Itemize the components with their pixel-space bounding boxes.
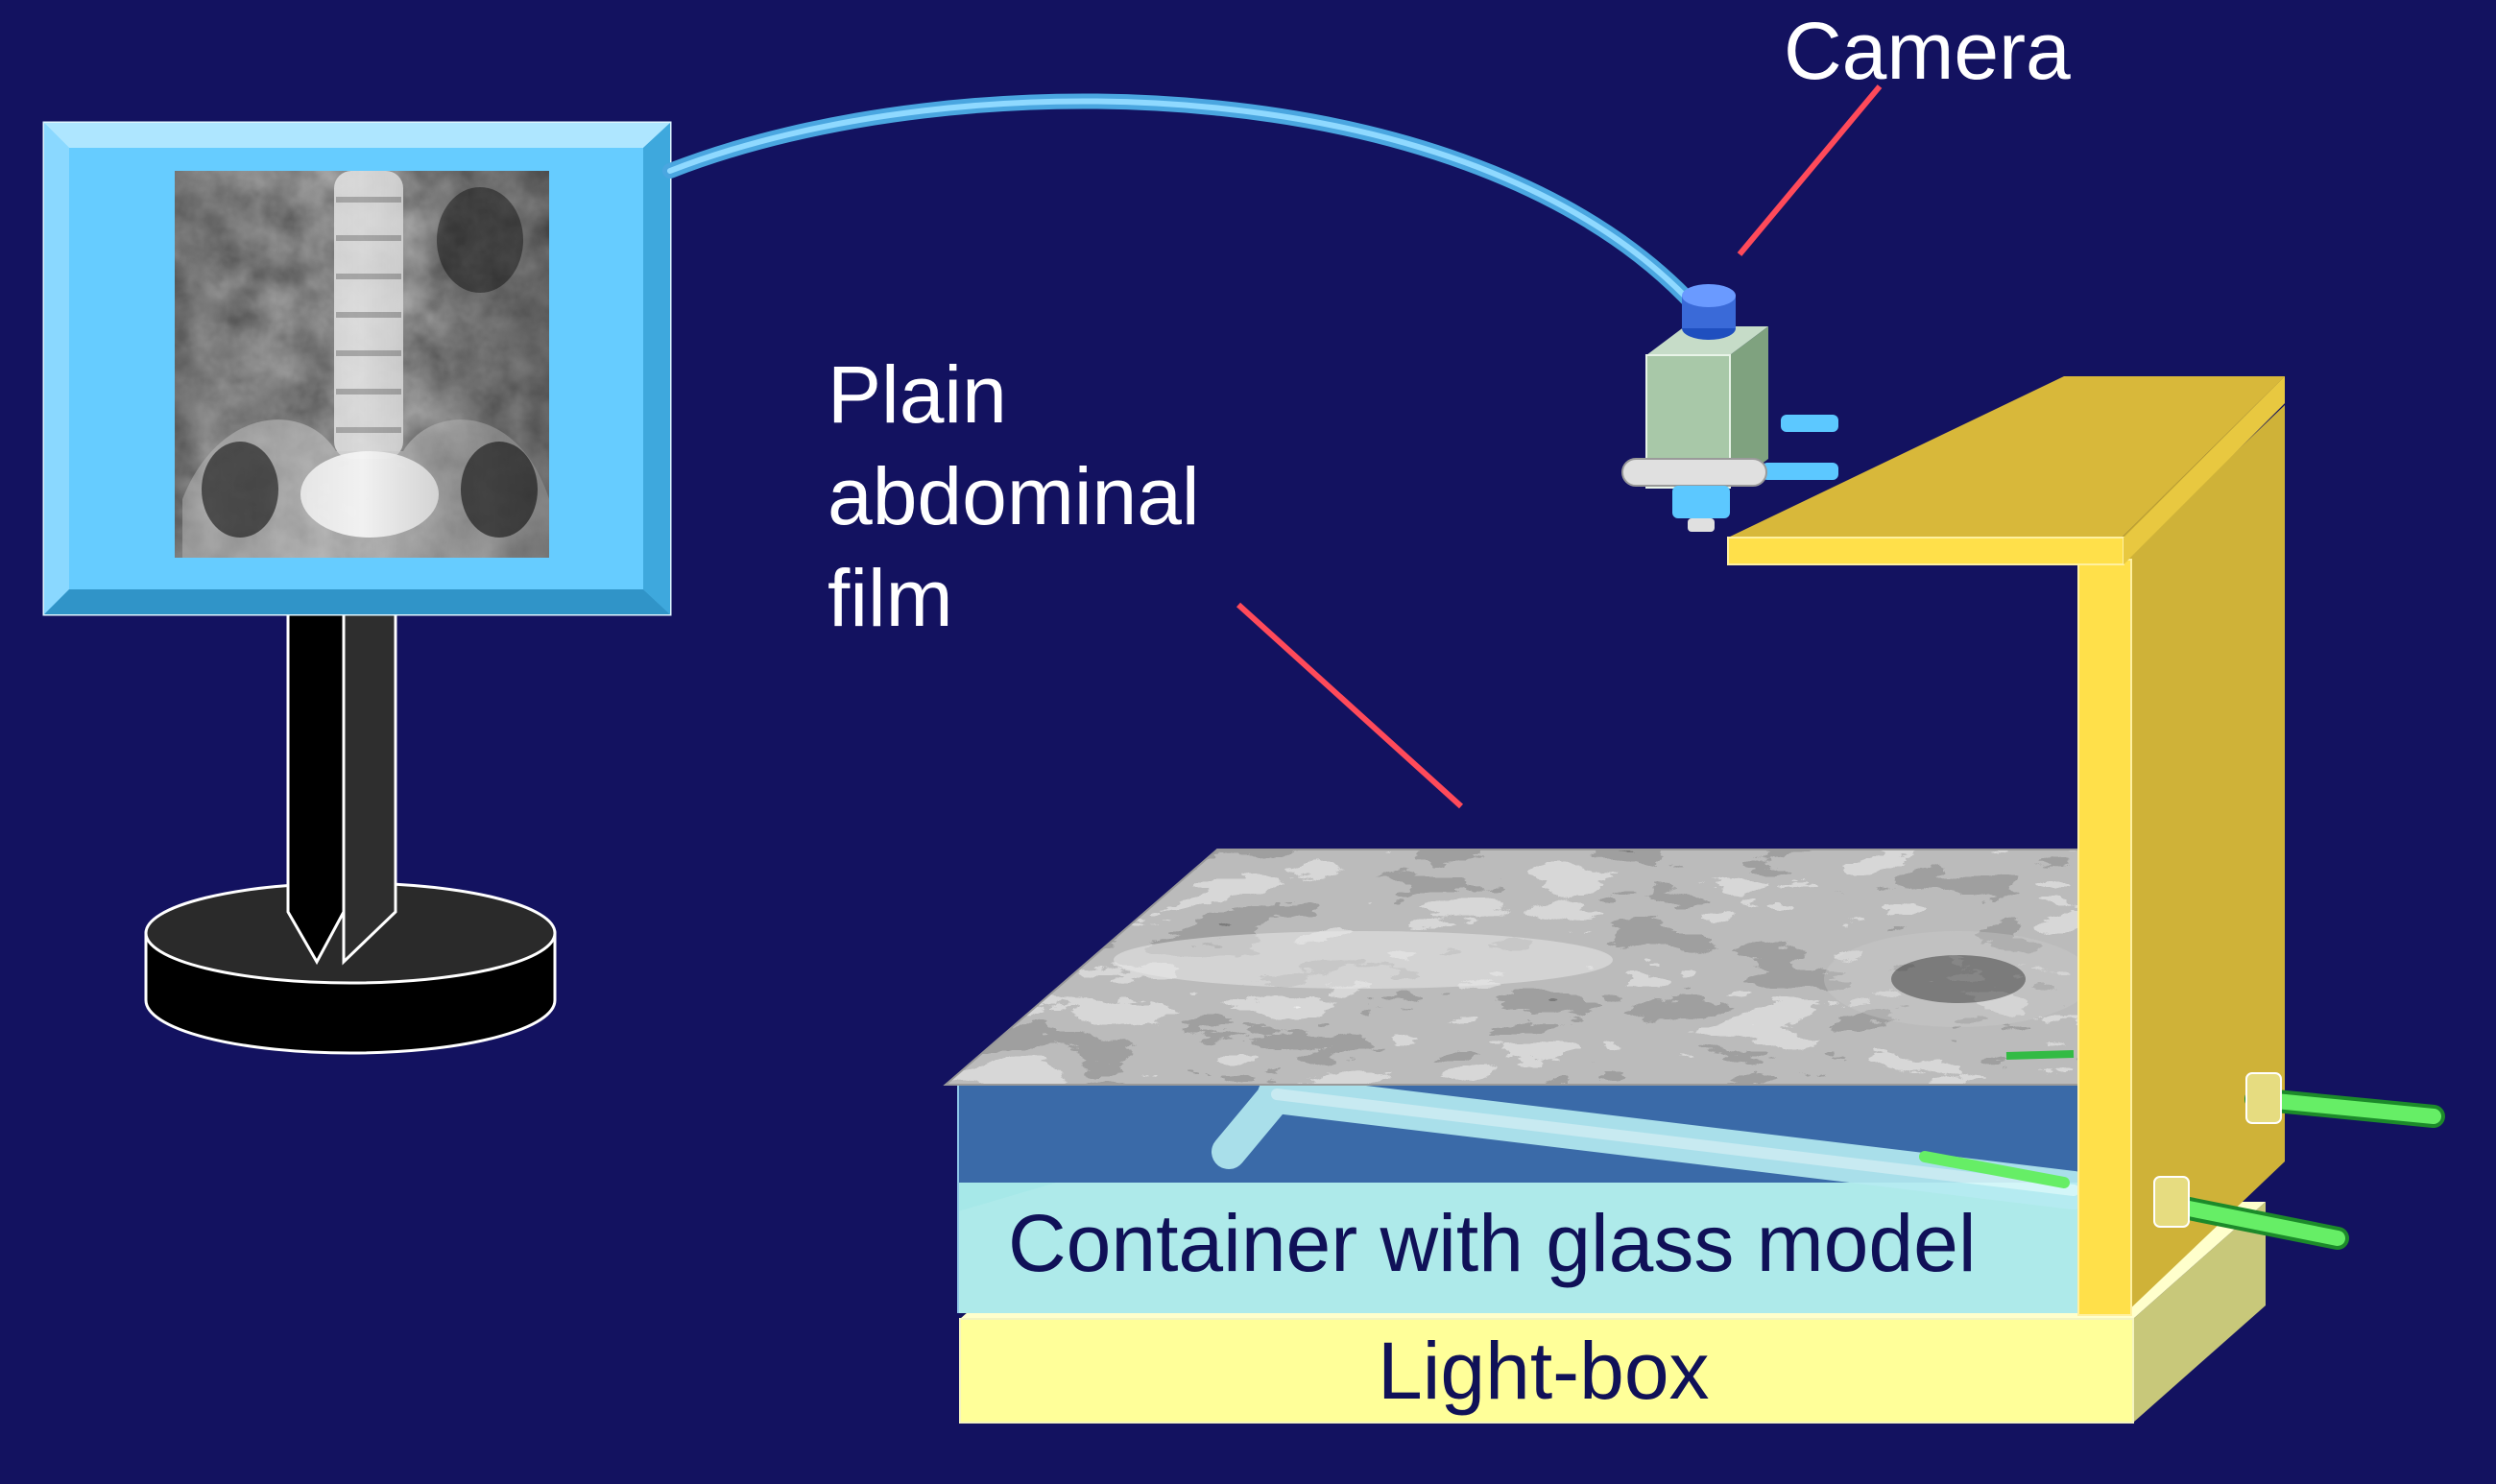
film-label-line-1: Plain (828, 349, 1007, 440)
camera-leader-line (1737, 84, 1883, 256)
camera-label: Camera (1784, 6, 2071, 96)
camera-stand (1727, 376, 2285, 1316)
container-label: Container with glass model (1008, 1198, 1977, 1288)
xray-image (175, 171, 549, 558)
monitor-post (286, 612, 397, 966)
monitor-icon (42, 121, 672, 1055)
film-leader-line (1236, 602, 1464, 809)
lightbox-label: Light-box (1378, 1326, 1710, 1416)
glass-tube-model (1212, 1075, 2093, 1209)
camera-icon (1621, 284, 1838, 532)
glass-model-container-icon (957, 1075, 2093, 1313)
camera-cable (662, 93, 1712, 324)
film-label-line-2: abdominal (828, 451, 1200, 541)
film-label-line-3: film (828, 553, 953, 643)
xray-film-icon (943, 849, 2079, 1086)
connector-rods (1919, 1050, 2445, 1250)
